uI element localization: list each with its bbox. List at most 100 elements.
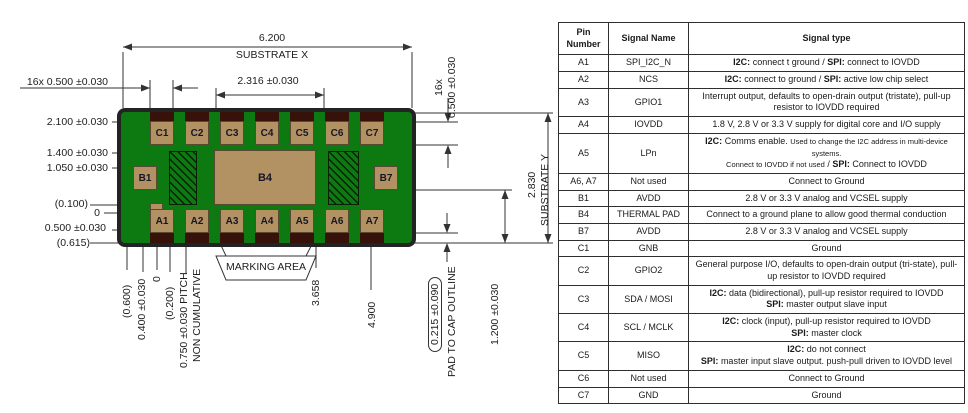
pad-b7: B7: [374, 166, 398, 190]
dim-1200-label: 1.200 ±0.030: [489, 283, 501, 345]
signal-type-cell: Connect to Ground: [688, 172, 965, 191]
dim-0500-label: 0.500 ±0.030: [44, 222, 106, 234]
pad-c4: C4: [255, 121, 279, 145]
pin-number-cell: A2: [558, 71, 609, 89]
signal-type-cell: 2.8 V or 3.3 V analog and VCSEL supply: [688, 189, 965, 208]
signal-type-cell: General purpose I/O, defaults to open-dr…: [688, 256, 965, 286]
pad-c5: C5: [290, 121, 314, 145]
signal-type-cell: I2C: clock (input), pull-up resistor req…: [688, 313, 965, 343]
signal-type-cell: 1.8 V, 2.8 V or 3.3 V supply for digital…: [688, 116, 965, 134]
dim-substrate-x-name: SUBSTRATE X: [235, 49, 309, 61]
signal-name-cell: SDA / MOSI: [608, 284, 689, 315]
dim-16x-0500-left-label: 16x 0.500 ±0.030: [26, 76, 108, 88]
zero-ref-left-label: 0: [94, 207, 100, 219]
signal-name-cell: GND: [608, 386, 689, 405]
pad-to-cap-outline-label: PAD TO CAP OUTLINE: [446, 266, 458, 377]
dim-0500-right-label: 0.500 ±0.030: [446, 56, 458, 118]
signal-name-cell: LPn: [608, 132, 689, 174]
pin-number-cell: A1: [558, 54, 609, 73]
bottom-castellations: [150, 233, 384, 243]
pad-a3: A3: [220, 209, 244, 233]
table-header-row: Pin Number Signal Name Signal type: [558, 21, 965, 56]
dim-substrate-x-value: 6.200: [258, 32, 286, 44]
signal-name-cell: Not used: [608, 172, 689, 191]
signal-name-cell: AVDD: [608, 222, 689, 241]
pitch-label-line2: NON CUMULATIVE: [191, 268, 203, 362]
signal-type-cell: I2C: connect t ground / SPI: connect to …: [688, 54, 965, 73]
signal-name-cell: SCL / MCLK: [608, 313, 689, 343]
pad-c1: C1: [150, 121, 174, 145]
dim-16x-right-label: 16x: [433, 79, 445, 96]
marking-area-box: [215, 255, 317, 281]
pitch-label-line1: 0.750 ±0.030 PITCH: [178, 272, 190, 368]
pad-b1: B1: [133, 166, 157, 190]
pin-number-cell: B7: [558, 222, 609, 241]
dim-1050-label: 1.050 ±0.030: [46, 162, 108, 174]
pin-number-cell: C4: [558, 313, 609, 343]
pin-number-cell: C7: [558, 386, 609, 405]
signal-type-cell: Connect to a ground plane to allow good …: [688, 206, 965, 224]
pin-number-cell: C2: [558, 256, 609, 286]
header-signal-name: Signal Name: [608, 21, 689, 56]
signal-name-cell: NCS: [608, 71, 689, 89]
pin-number-cell: C5: [558, 341, 609, 371]
dim-0615-label: (0.615): [56, 237, 90, 249]
signal-name-cell: GPIO2: [608, 256, 689, 286]
pin-number-cell: A6, A7: [558, 172, 609, 191]
signal-type-cell: I2C: connect to ground / SPI: active low…: [688, 71, 965, 89]
dim-3658-label: 3.658: [310, 279, 322, 306]
signal-type-cell: Ground: [688, 239, 965, 258]
pad-c7: C7: [360, 121, 384, 145]
zero-ref-bottom-label: 0: [151, 276, 163, 282]
signal-name-cell: THERMAL PAD: [608, 206, 689, 224]
signal-type-cell: Interrupt output, defaults to open-drain…: [688, 87, 965, 118]
signal-name-cell: IOVDD: [608, 116, 689, 134]
pin-number-cell: C3: [558, 284, 609, 315]
dim-0215-label: 0.215 ±0.090: [428, 276, 442, 352]
header-pin-number: Pin Number: [558, 21, 609, 56]
pad-a4: A4: [255, 209, 279, 233]
signal-type-cell: I2C: data (bidirectional), pull-up resis…: [688, 284, 965, 315]
pad-a2: A2: [185, 209, 209, 233]
signal-name-cell: MISO: [608, 341, 689, 371]
pin-number-cell: C6: [558, 369, 609, 388]
pad-a1: A1: [150, 209, 174, 233]
package-outline-drawing: C1 C2 C3 C4 C5 C6 C7 B1 B4 B7 A1 A2 A3 A…: [20, 32, 553, 377]
dim-substrate-y-value: 2.830: [526, 171, 538, 198]
pad-c2: C2: [185, 121, 209, 145]
dim-substrate-y-name: SUBSTRATE Y: [539, 154, 551, 226]
pad-b4-thermal: B4: [214, 150, 316, 205]
pad-a5: A5: [290, 209, 314, 233]
signal-type-cell: Ground: [688, 386, 965, 405]
hatch-area-right: [328, 151, 359, 205]
pad-c6: C6: [325, 121, 349, 145]
signal-type-cell: 2.8 V or 3.3 V analog and VCSEL supply: [688, 222, 965, 241]
dim-0400-label: 0.400 ±0.030: [136, 278, 148, 340]
dim-0200-label: (0.200): [164, 286, 176, 320]
pin-number-cell: A3: [558, 87, 609, 118]
dim-1400-label: 1.400 ±0.030: [46, 147, 108, 159]
dim-0600-label: (0.600): [121, 284, 133, 318]
pin-number-cell: A4: [558, 116, 609, 134]
pin-number-cell: B1: [558, 189, 609, 208]
header-signal-type: Signal type: [688, 21, 965, 56]
signal-name-cell: Not used: [608, 369, 689, 388]
top-castellations: [150, 112, 384, 121]
signal-name-cell: SPI_I2C_N: [608, 54, 689, 73]
signal-name-cell: GPIO1: [608, 87, 689, 118]
